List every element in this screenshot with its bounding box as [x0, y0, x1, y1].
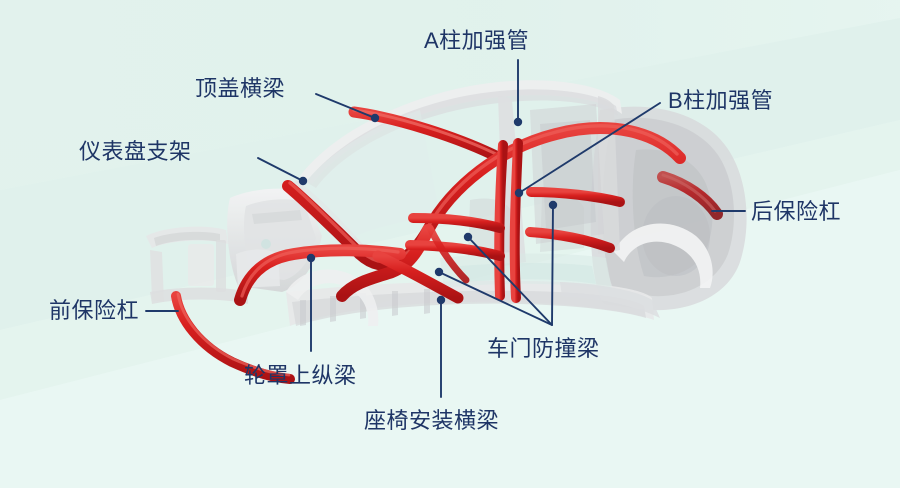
dot-seat-mount-crossbeam — [436, 295, 446, 305]
leader-dashboard-bracket — [257, 157, 304, 182]
leader-door-beam-2 — [551, 204, 554, 326]
label-roof-crossmember: 顶盖横梁 — [195, 76, 286, 101]
tube-b-pillar-front — [494, 140, 508, 301]
label-rear-bumper: 后保险杠 — [751, 199, 842, 224]
label-door-anti-collision-beams: 车门防撞梁 — [487, 336, 600, 361]
tube-apillar-sill-joint — [426, 224, 470, 284]
dot-roof-crossmember — [370, 113, 380, 123]
tube-door-beam-lower-rear — [525, 227, 615, 253]
dot-dashboard-bracket — [298, 176, 308, 186]
tube-b-pillar-rear — [509, 138, 523, 303]
tube-door-beam-lower-front — [405, 240, 505, 261]
dot-door-beam-2 — [548, 200, 558, 210]
tube-seat-mount-crossbeam — [372, 250, 464, 304]
label-seat-mount-crossbeam: 座椅安装横梁 — [364, 408, 500, 433]
leader-roof-crossmember — [315, 93, 376, 119]
leader-door-beam-3 — [438, 271, 553, 326]
tube-door-beam-upper-rear — [526, 187, 625, 207]
label-b-pillar-tube: B柱加强管 — [668, 88, 774, 113]
tube-front-bumper — [171, 291, 295, 384]
leader-door-beam-1 — [467, 236, 553, 326]
label-dashboard-bracket: 仪表盘支架 — [79, 139, 192, 164]
dot-door-beam-3 — [434, 267, 444, 277]
dot-wheelhouse-rail — [306, 253, 316, 263]
tube-roof-crossmember — [348, 106, 506, 164]
dot-a-pillar-tube — [513, 117, 523, 127]
label-a-pillar-tube: A柱加强管 — [424, 28, 530, 53]
dot-door-beam-1 — [463, 232, 473, 242]
leader-endpoint-dots — [298, 113, 558, 305]
leader-b-pillar-tube — [518, 102, 661, 194]
label-front-bumper: 前保险杠 — [49, 298, 140, 323]
red-tube-highlights — [171, 106, 723, 384]
tube-door-beam-upper-front — [408, 213, 505, 233]
label-wheelhouse-rail: 轮罩上纵梁 — [244, 363, 357, 388]
dot-b-pillar-tube — [514, 188, 524, 198]
